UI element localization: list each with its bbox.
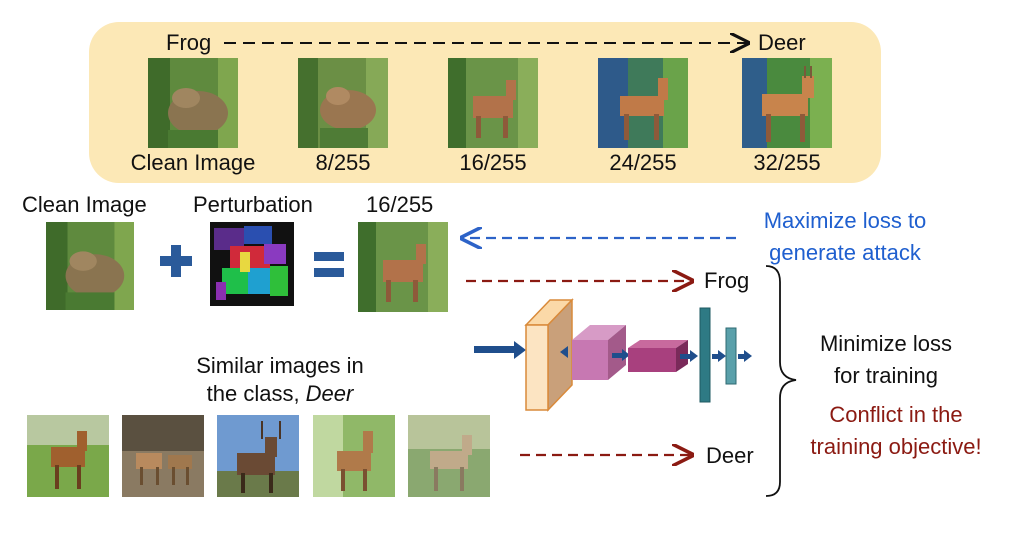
perturbation-noise-image xyxy=(210,222,294,306)
network-arrow-2 xyxy=(612,349,630,361)
perturbed-image-32 xyxy=(742,58,832,148)
network-input-layer xyxy=(524,298,574,412)
attack-note-line1: Maximize loss to xyxy=(763,208,927,233)
network-deer-label: Deer xyxy=(706,443,754,468)
similar-deer-image-1 xyxy=(27,415,109,497)
plus-sign xyxy=(160,245,192,277)
equals-sign xyxy=(314,252,344,277)
clean-image-caption: Clean Image xyxy=(130,150,256,175)
equation-result-image xyxy=(358,222,448,312)
network-conv-block-1 xyxy=(572,325,626,380)
conflict-note-line2: training objective! xyxy=(810,434,982,459)
similar-deer-image-2 xyxy=(122,415,204,497)
target-class-label: Deer xyxy=(758,30,806,55)
perturbed-image-24 xyxy=(598,58,688,148)
caption-8-255: 8/255 xyxy=(315,150,371,175)
clean-frog-image xyxy=(148,58,238,148)
caption-24-255: 24/255 xyxy=(609,150,677,175)
equation-clean-frog-image xyxy=(46,222,134,310)
network-arrow-3 xyxy=(680,350,698,362)
result-label: 16/255 xyxy=(366,192,434,217)
similar-caption-line1: Similar images in xyxy=(196,353,364,378)
source-class-label: Frog xyxy=(166,30,212,55)
caption-16-255: 16/255 xyxy=(459,150,527,175)
network-input-arrow xyxy=(474,341,526,359)
attack-note-line2: generate attack xyxy=(769,240,921,265)
conflict-note-line1: Conflict in the xyxy=(829,402,963,427)
caption-32-255: 32/255 xyxy=(753,150,821,175)
network-frog-label: Frog xyxy=(704,268,750,293)
training-note-line1: Minimize loss xyxy=(819,331,953,356)
network-conv-block-2 xyxy=(628,340,688,372)
equation-clean-label: Clean Image xyxy=(22,192,147,217)
network-output-arrow xyxy=(738,350,752,362)
perturbed-image-16 xyxy=(448,58,538,148)
similar-deer-image-3 xyxy=(217,415,299,497)
network-arrow-4 xyxy=(712,350,726,362)
loss-brace xyxy=(765,265,797,497)
perturbation-label: Perturbation xyxy=(193,192,313,217)
perturbed-image-8 xyxy=(298,58,388,148)
training-note-line2: for training xyxy=(834,363,938,388)
similar-class-name: Deer xyxy=(305,381,354,406)
network-fc-layer-1 xyxy=(699,307,711,403)
similar-deer-image-5 xyxy=(408,415,490,497)
similar-deer-image-4 xyxy=(313,415,395,497)
network-fc-layer-2 xyxy=(725,327,737,385)
similar-caption-line2: the class, Deer xyxy=(206,381,354,406)
